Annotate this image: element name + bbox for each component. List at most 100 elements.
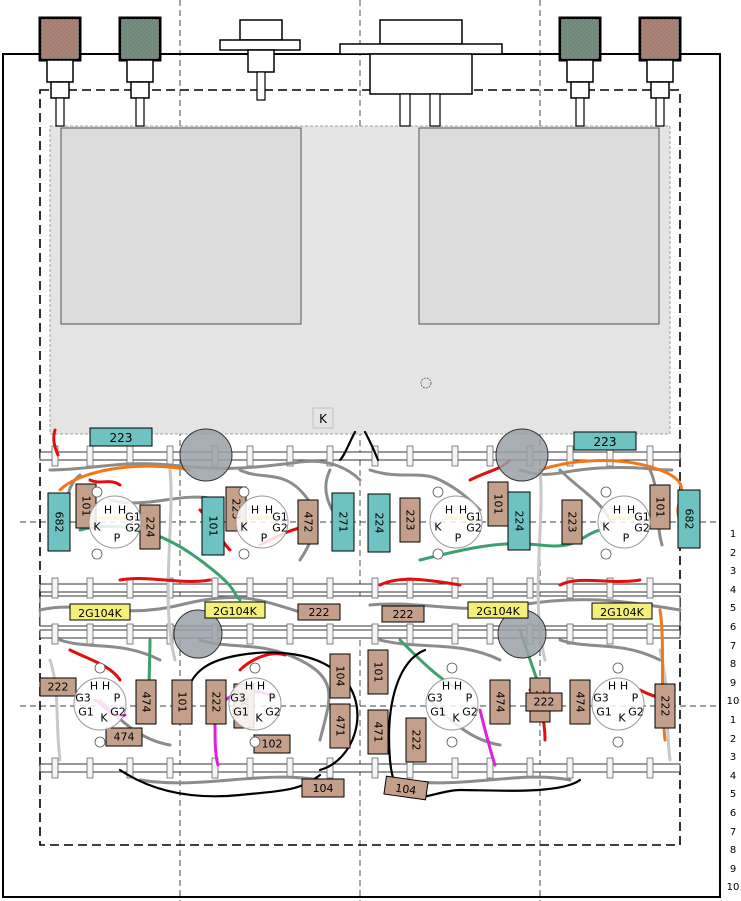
upper-component-label: 101 xyxy=(207,516,220,537)
tube-pin-label: G2 xyxy=(125,522,141,535)
upper-component-label: 101 xyxy=(492,494,505,515)
terminal-post xyxy=(371,445,379,467)
tube-pin-label: K xyxy=(602,521,610,534)
cap-223-left-label: 223 xyxy=(110,431,133,445)
tube-pin-label: G2 xyxy=(272,522,288,535)
tube-pin-label: G2 xyxy=(265,706,281,719)
terminal-post xyxy=(371,577,379,599)
speaker-jack-2 xyxy=(638,16,682,127)
terminal-post xyxy=(166,757,174,779)
tube-sockets xyxy=(173,428,549,659)
tube-pin-label: K xyxy=(434,521,442,534)
upper-component-label: 223 xyxy=(566,512,579,533)
lower-component-3: 101 xyxy=(171,679,193,725)
tube-pin-label: H xyxy=(442,680,450,693)
tube-pin-label: P xyxy=(269,692,276,705)
terminal-post xyxy=(86,577,94,599)
terminal-post xyxy=(286,623,294,645)
terminal-post xyxy=(246,623,254,645)
terminal-post xyxy=(606,623,614,645)
upper-component-8: 224 xyxy=(367,493,391,553)
tube-pin-label: K xyxy=(452,712,460,725)
tube-pin-label: P xyxy=(632,692,639,705)
tube-pin-label: G3 xyxy=(230,692,246,705)
tube-pin-label: H xyxy=(102,680,110,693)
tube-pin-label: K xyxy=(240,521,248,534)
lower-component-label: 222 xyxy=(48,681,69,694)
tube-pin-label: H xyxy=(245,680,253,693)
lower-component-label: 474 xyxy=(494,692,507,713)
terminal-post xyxy=(166,445,174,467)
tube-pin-label: G3 xyxy=(427,692,443,705)
terminal-post xyxy=(86,757,94,779)
row-number: 6 xyxy=(729,622,737,633)
terminal-post xyxy=(211,577,219,599)
tube-pin-label: G1 xyxy=(466,511,482,524)
ground-marker-label: K xyxy=(319,412,328,426)
terminal-post xyxy=(486,445,494,467)
lower-component-label: 222 xyxy=(659,696,672,717)
upper-component-4: 101 xyxy=(201,496,225,556)
cap-223-right-label: 223 xyxy=(594,435,617,449)
terminal-post xyxy=(451,445,459,467)
tube-pin-label: G1 xyxy=(78,706,94,719)
tube-pin-label: G3 xyxy=(593,692,609,705)
res-104-left-label: 104 xyxy=(313,782,334,795)
upper-component-3: 224 xyxy=(139,504,161,550)
upper-component-6: 472 xyxy=(297,499,319,545)
tube-pin-label: H xyxy=(613,504,621,517)
terminal-post xyxy=(51,623,59,645)
tube-pin-label: P xyxy=(261,532,268,545)
lower-component-14: 222 xyxy=(654,683,676,729)
terminal-post xyxy=(486,623,494,645)
output-transformer-right xyxy=(418,127,660,325)
ground-marker-box xyxy=(312,407,334,429)
terminal-post xyxy=(126,757,134,779)
upper-component-7: 271 xyxy=(331,492,355,552)
terminal-post xyxy=(286,757,294,779)
mount-hole xyxy=(420,377,432,389)
tube-pin-label: G2 xyxy=(110,706,126,719)
terminal-post xyxy=(406,445,414,467)
terminal-post xyxy=(51,757,59,779)
board-outline xyxy=(39,89,681,846)
row-number: 4 xyxy=(729,584,737,596)
tube-pin-label: P xyxy=(466,692,473,705)
upper-component-label: 223 xyxy=(404,510,417,531)
upper-component-14: 682 xyxy=(677,489,701,549)
tube-pin-label: K xyxy=(100,712,108,725)
lower-component-8: 101 xyxy=(367,649,389,695)
terminal-post xyxy=(486,757,494,779)
terminal-post xyxy=(126,623,134,645)
tube-pin-label: K xyxy=(255,712,263,725)
terminal-post xyxy=(86,445,94,467)
cap-yellow-4-label: 2G104K xyxy=(600,606,645,619)
tube-pin-label: G1 xyxy=(596,706,612,719)
tube-pin-label: K xyxy=(618,712,626,725)
row-number: 2 xyxy=(729,547,737,559)
terminal-post xyxy=(51,577,59,599)
terminal-post xyxy=(406,577,414,599)
res-222-mid-left: 222 xyxy=(297,603,341,621)
upper-component-label: 472 xyxy=(302,512,315,533)
terminal-post xyxy=(646,445,654,467)
tube-pin-label: H xyxy=(445,504,453,517)
upper-component-label: 682 xyxy=(53,512,66,533)
row-number: 10 xyxy=(726,696,740,708)
terminal-post xyxy=(606,757,614,779)
terminal-post xyxy=(326,445,334,467)
row-number: 3 xyxy=(729,752,737,764)
upper-component-11: 224 xyxy=(507,491,531,551)
terminal-post xyxy=(451,577,459,599)
terminal-post xyxy=(406,623,414,645)
terminal-post xyxy=(451,623,459,645)
power-switch xyxy=(219,19,301,101)
row-number: 3 xyxy=(729,566,737,578)
tube-pin-label: H xyxy=(118,504,126,517)
terminal-post xyxy=(86,623,94,645)
